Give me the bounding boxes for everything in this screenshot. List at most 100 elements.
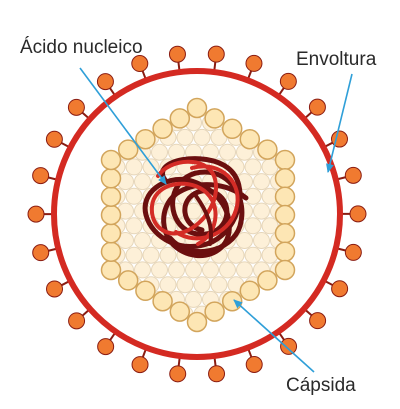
capsomer-icon — [274, 259, 296, 281]
pointer-nucleic-acid — [79, 67, 167, 185]
glycoprotein-spike-icon — [245, 343, 263, 373]
capsomer-inner — [134, 173, 151, 191]
capsomer-inner — [193, 276, 211, 294]
spike-head — [46, 280, 64, 298]
capsomer-inner — [176, 276, 194, 294]
capsomer-icon — [274, 204, 296, 226]
capsomer-inner — [168, 261, 185, 279]
capsomer-inner — [151, 143, 168, 161]
capsomer-icon — [100, 241, 122, 262]
capsomer-icon — [135, 280, 156, 302]
capsomer-icon — [100, 259, 122, 281]
glycoprotein-spike-icon — [207, 45, 225, 77]
capsomer-inner — [193, 128, 211, 146]
spike-head — [27, 205, 45, 223]
capsomer-icon — [100, 168, 122, 189]
capsomer-icon — [169, 108, 191, 129]
spike-head — [349, 205, 367, 223]
spike-head — [168, 45, 186, 63]
capsid-capsomers — [100, 97, 296, 333]
capsomer-icon — [152, 118, 173, 140]
spike-head — [32, 167, 50, 185]
spike-head — [169, 365, 187, 383]
spike-head — [208, 365, 226, 383]
capsomer-icon — [152, 290, 173, 312]
glycoprotein-spike-icon — [275, 72, 297, 101]
capsomer-icon — [117, 139, 139, 160]
capsomer-inner — [236, 232, 253, 249]
nucleic-acid-strand — [142, 156, 249, 259]
capsomer-inner — [227, 246, 245, 264]
capsomer-inner — [142, 246, 160, 264]
spike-head — [45, 130, 63, 148]
capsomer-inner — [253, 173, 270, 191]
capsomer-inner — [236, 261, 253, 279]
envelope-label: Envoltura — [296, 49, 377, 70]
spike-head — [344, 243, 362, 261]
capsomer-inner — [244, 217, 262, 235]
envelope-spikes — [27, 45, 367, 383]
capsomer-icon — [204, 301, 225, 322]
spike-head — [97, 338, 115, 356]
spike-head — [67, 98, 85, 116]
capsomer-icon — [274, 241, 296, 262]
capsomer-icon — [257, 270, 278, 291]
capsomer-icon — [169, 301, 191, 322]
spike-head — [32, 244, 50, 262]
capsomer-icon — [239, 280, 261, 302]
glycoprotein-spike-icon — [300, 305, 327, 330]
spike-head — [308, 98, 326, 116]
capsomer-inner — [253, 202, 270, 220]
spike-head — [245, 355, 263, 373]
spike-head — [280, 337, 298, 355]
spike-head — [245, 54, 263, 72]
capsomer-icon — [274, 149, 296, 171]
capsomer-inner — [202, 261, 219, 279]
nucleic-acid-label: Ácido nucleico — [20, 37, 143, 58]
capsomer-inner — [142, 158, 160, 176]
capsomer-inner — [185, 261, 202, 279]
capsomer-icon — [135, 128, 156, 150]
capsomer-inner — [244, 158, 262, 176]
capsomer-inner — [125, 246, 143, 264]
capsomer-icon — [100, 223, 122, 244]
capsomer-inner — [159, 246, 177, 264]
capsomer-icon — [100, 186, 122, 207]
capsomer-icon — [186, 97, 208, 119]
spike-head — [68, 312, 86, 330]
capsomer-inner — [159, 276, 177, 294]
spike-head — [131, 55, 149, 73]
spike-head — [279, 72, 297, 90]
spike-head — [131, 356, 149, 374]
capsomer-icon — [274, 223, 296, 244]
spike-head — [96, 73, 114, 91]
capsomer-icon — [274, 186, 296, 207]
capsomer-icon — [274, 168, 296, 189]
spike-head — [207, 45, 225, 63]
capsomer-inner — [185, 290, 202, 308]
capsomer-inner — [134, 232, 151, 249]
capsomer-inner — [151, 261, 168, 279]
capsomer-icon — [221, 290, 243, 312]
glycoprotein-spike-icon — [27, 205, 59, 223]
capsomer-icon — [186, 311, 208, 333]
capsomer-icon — [257, 139, 278, 160]
capsomer-inner — [176, 128, 194, 146]
spike-head — [309, 312, 327, 330]
capsomer-inner — [261, 217, 279, 235]
pointer-capsid — [233, 299, 315, 373]
capsomer-inner — [125, 187, 143, 205]
capsomer-inner — [219, 261, 236, 279]
spike-head — [331, 280, 349, 298]
pointer-envelope — [326, 73, 353, 173]
capsomer-inner — [253, 232, 270, 249]
capsomer-inner — [219, 143, 236, 161]
spike-head — [344, 166, 362, 184]
glycoprotein-spike-icon — [32, 167, 63, 185]
capsomer-icon — [100, 149, 122, 171]
capsomer-inner — [125, 158, 143, 176]
capsid-label: Cápsida — [286, 375, 356, 396]
capsomer-inner — [134, 261, 151, 279]
